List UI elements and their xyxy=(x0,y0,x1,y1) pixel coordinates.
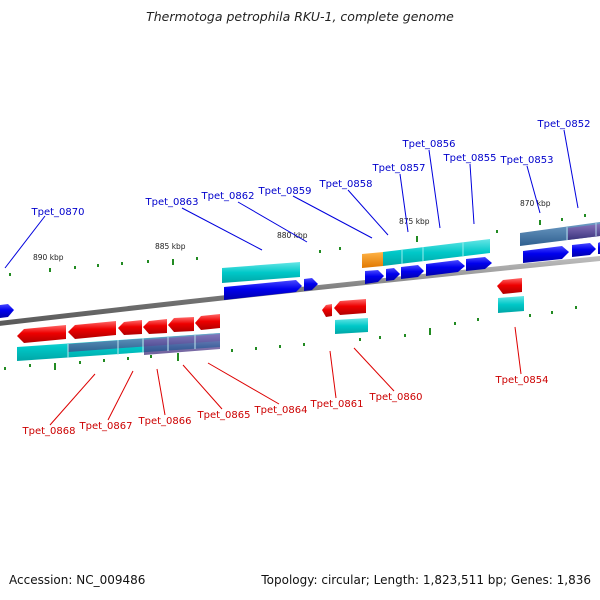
scale-label-870: 870 kbp xyxy=(520,199,551,208)
scale-label-880: 880 kbp xyxy=(277,231,308,240)
rna-bar xyxy=(362,252,383,268)
gene-arrow-tpet-0864 xyxy=(195,314,220,330)
gene-label-tpet-0866: Tpet_0866 xyxy=(138,416,192,427)
gene-arrow-tpet-0867 xyxy=(68,321,116,339)
reverse-label-connectors xyxy=(49,326,522,426)
gene-arrow-tpet-0868 xyxy=(17,325,66,343)
scale-label-875: 875 kbp xyxy=(399,217,430,226)
accession-text: Accession: NC_009486 xyxy=(9,573,146,587)
gene-arrow-tpet-0870 xyxy=(0,304,14,318)
gene-arrow-tpet-0858 xyxy=(386,268,400,281)
genome-backbone xyxy=(0,255,600,326)
gene-label-tpet-0867: Tpet_0867 xyxy=(79,421,133,432)
gene-label-tpet-0854: Tpet_0854 xyxy=(495,375,549,386)
gene-arrow-tpet-0854 xyxy=(497,278,522,294)
gene-arrow-tpet-0865 xyxy=(168,317,194,332)
gene-label-tpet-0852: Tpet_0852 xyxy=(537,119,591,130)
gene-arrow-tpet-0857 xyxy=(401,265,424,279)
gene-label-tpet-0855: Tpet_0855 xyxy=(443,153,497,164)
gene-label-tpet-0861: Tpet_0861 xyxy=(310,399,364,410)
tick-marks-minus-strand xyxy=(4,306,577,370)
gene-label-tpet-0868: Tpet_0868 xyxy=(22,426,76,437)
scale-label-885: 885 kbp xyxy=(155,242,186,251)
tick-marks-plus-strand xyxy=(9,214,586,276)
map-title: Thermotoga petrophila RKU-1, complete ge… xyxy=(146,9,454,24)
gene-label-tpet-0865: Tpet_0865 xyxy=(197,410,251,421)
gene-arrow-tpet-0855 xyxy=(466,257,492,271)
orf-bar-purple xyxy=(144,334,220,355)
gene-arrow-tpet-0852 xyxy=(572,243,596,257)
gene-arrow-tpet-0866 xyxy=(143,319,167,334)
forward-label-connectors xyxy=(4,129,579,269)
gene-arrow-tpet-0866a xyxy=(118,320,142,335)
gene-label-tpet-0862: Tpet_0862 xyxy=(201,191,255,202)
gene-arrow-tpet-0853 xyxy=(523,246,569,263)
gene-arrow-tpet-0859 xyxy=(365,270,384,284)
gene-label-tpet-0859: Tpet_0859 xyxy=(258,186,312,197)
topology-text: Topology: circular; Length: 1,823,511 bp… xyxy=(261,573,591,587)
gene-arrow-tpet-0861 xyxy=(322,304,332,317)
gene-label-tpet-0860: Tpet_0860 xyxy=(369,392,423,403)
cds-bar xyxy=(335,318,368,334)
cds-bar xyxy=(498,296,524,313)
gene-label-tpet-0858: Tpet_0858 xyxy=(319,179,373,190)
cds-bar xyxy=(222,262,300,283)
gene-label-tpet-0857: Tpet_0857 xyxy=(372,163,426,174)
scale-label-890: 890 kbp xyxy=(33,253,64,262)
gene-arrow-tpet-0860 xyxy=(334,299,366,315)
gene-label-tpet-0856: Tpet_0856 xyxy=(402,139,456,150)
gene-label-tpet-0864: Tpet_0864 xyxy=(254,405,308,416)
gene-label-tpet-0853: Tpet_0853 xyxy=(500,155,554,166)
orf-bar-purple xyxy=(568,224,600,240)
gene-label-tpet-0870: Tpet_0870 xyxy=(31,207,85,218)
gene-arrow-tpet-0856 xyxy=(426,260,465,276)
gene-label-tpet-0863: Tpet_0863 xyxy=(145,197,199,208)
gene-arrow-tpet-0863 xyxy=(224,280,302,300)
gene-arrow-tpet-0862 xyxy=(304,278,318,291)
